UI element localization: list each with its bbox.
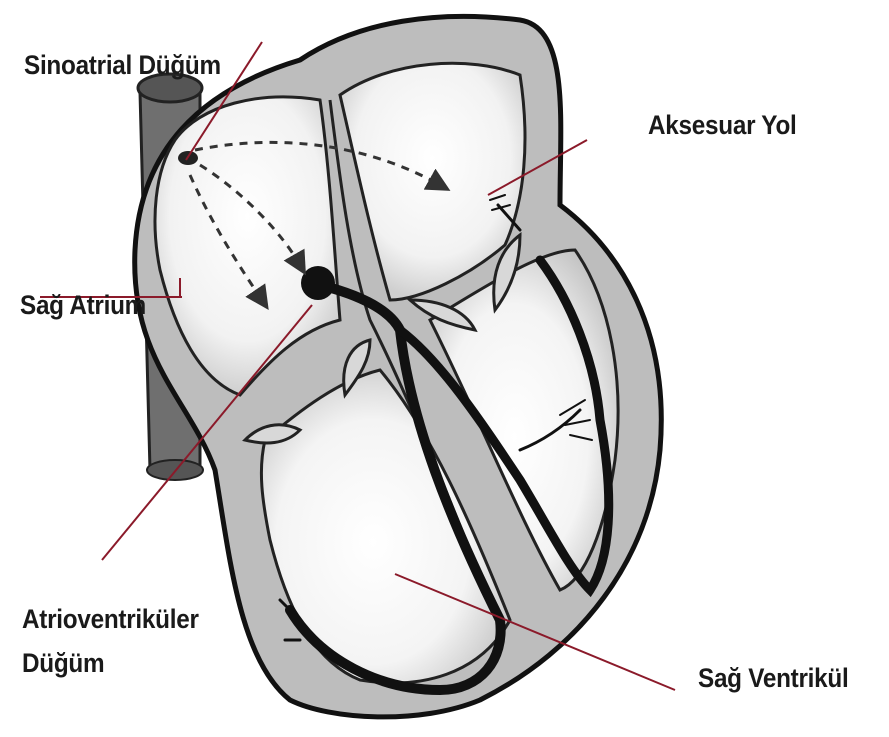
label-av-node-line2: Düğüm bbox=[22, 646, 104, 680]
av-node-marker bbox=[301, 266, 335, 300]
label-right-atrium: Sağ Atrium bbox=[20, 288, 146, 322]
label-accessory-pathway: Aksesuar Yol bbox=[648, 108, 797, 142]
label-right-ventricle: Sağ Ventrikül bbox=[698, 661, 848, 695]
label-av-node-line1: Atrioventriküler bbox=[22, 602, 199, 636]
label-sinoatrial-node: Sinoatrial Düğüm bbox=[24, 48, 221, 82]
